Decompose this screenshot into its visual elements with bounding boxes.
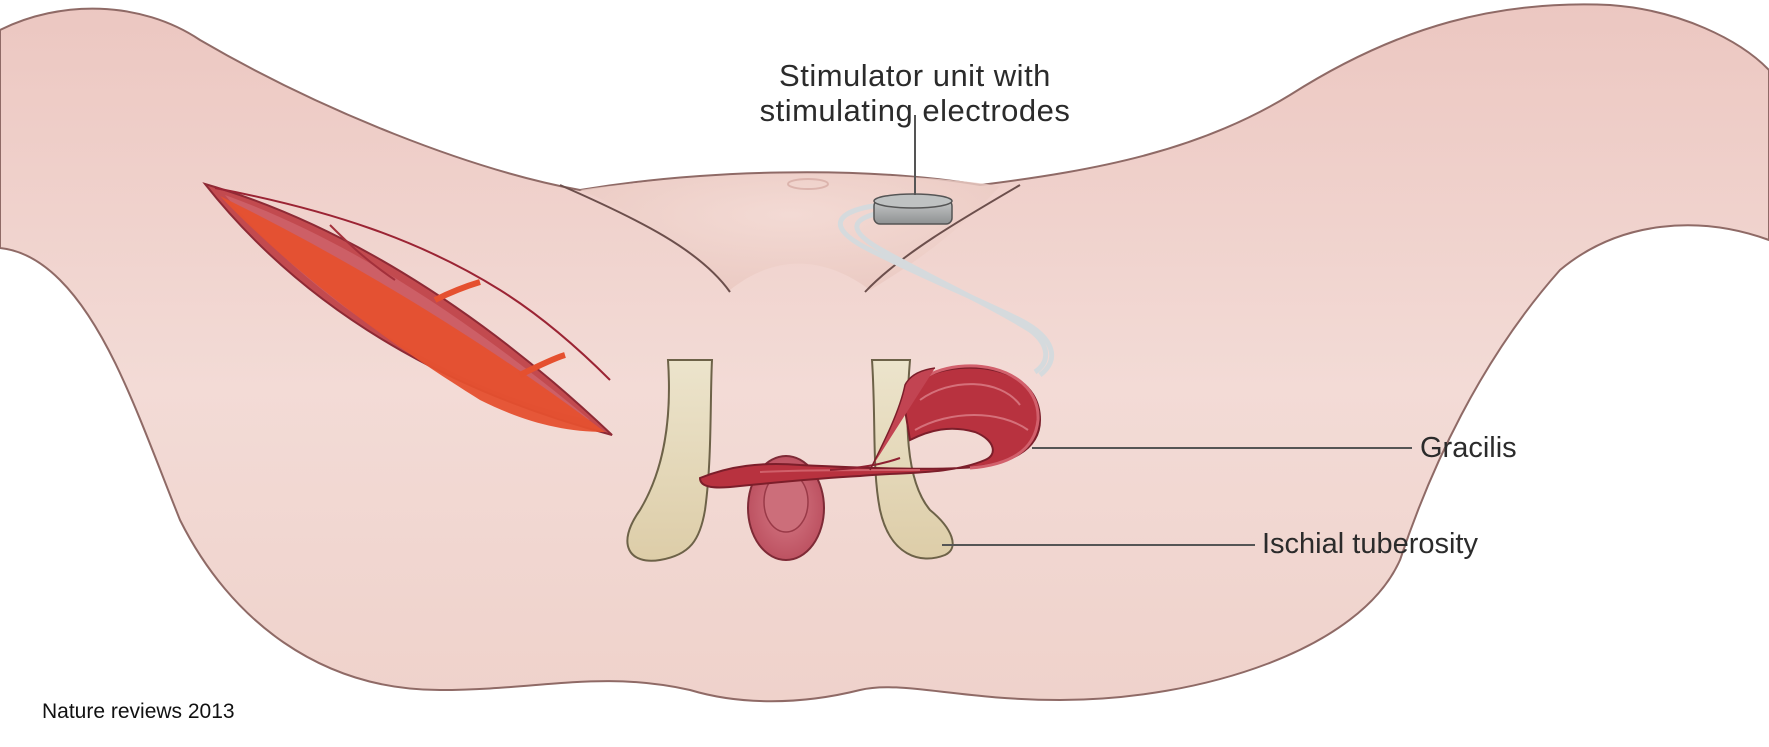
- stimulator-label: Stimulator unit with stimulating electro…: [735, 58, 1095, 128]
- stimulator-unit: [874, 194, 952, 224]
- source-credit: Nature reviews 2013: [42, 700, 235, 724]
- ischial-tuberosity-label: Ischial tuberosity: [1262, 528, 1478, 561]
- gracilis-label: Gracilis: [1420, 432, 1517, 465]
- stimulator-label-line2: stimulating electrodes: [735, 93, 1095, 128]
- stimulator-label-line1: Stimulator unit with: [735, 58, 1095, 93]
